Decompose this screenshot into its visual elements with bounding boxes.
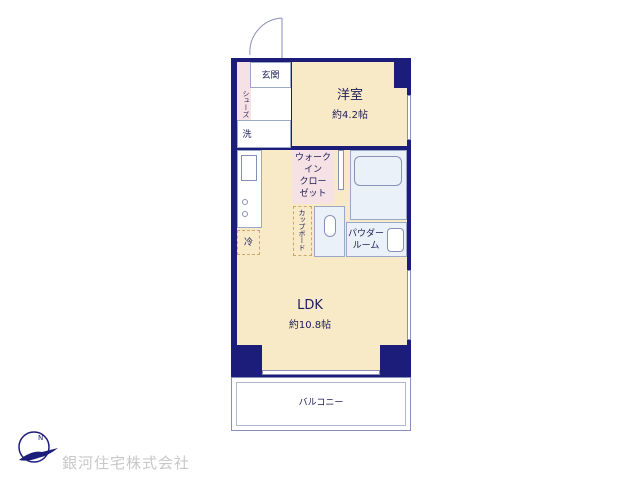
bathroom	[350, 150, 407, 220]
entry-door-swing	[249, 17, 283, 59]
powder-room: パウダー ルーム	[346, 222, 407, 257]
balcony: バルコニー	[231, 377, 411, 431]
toilet	[314, 206, 345, 257]
ldk-name: LDK	[297, 298, 323, 313]
cupboard: カップボード	[293, 206, 312, 256]
kitchen-counter	[237, 150, 262, 228]
ldk-size: 約10.8帖	[288, 320, 332, 331]
company-name: 銀河住宅株式会社	[62, 454, 191, 472]
western-room	[292, 62, 407, 146]
compass-logo-icon: N	[18, 431, 58, 463]
western-room-size: 約4.2帖	[332, 110, 368, 121]
fridge-space: 冷	[237, 230, 260, 255]
walk-in-closet: ウォーク イン クロー ゼット	[292, 150, 334, 204]
shoe-closet: シューズ	[237, 88, 251, 120]
genkan: 玄関	[250, 62, 291, 88]
washing-space: 洗	[237, 120, 291, 148]
western-room-name: 洋室	[336, 88, 363, 103]
balcony-label: バルコニー	[298, 398, 344, 408]
svg-text:N: N	[38, 434, 43, 442]
